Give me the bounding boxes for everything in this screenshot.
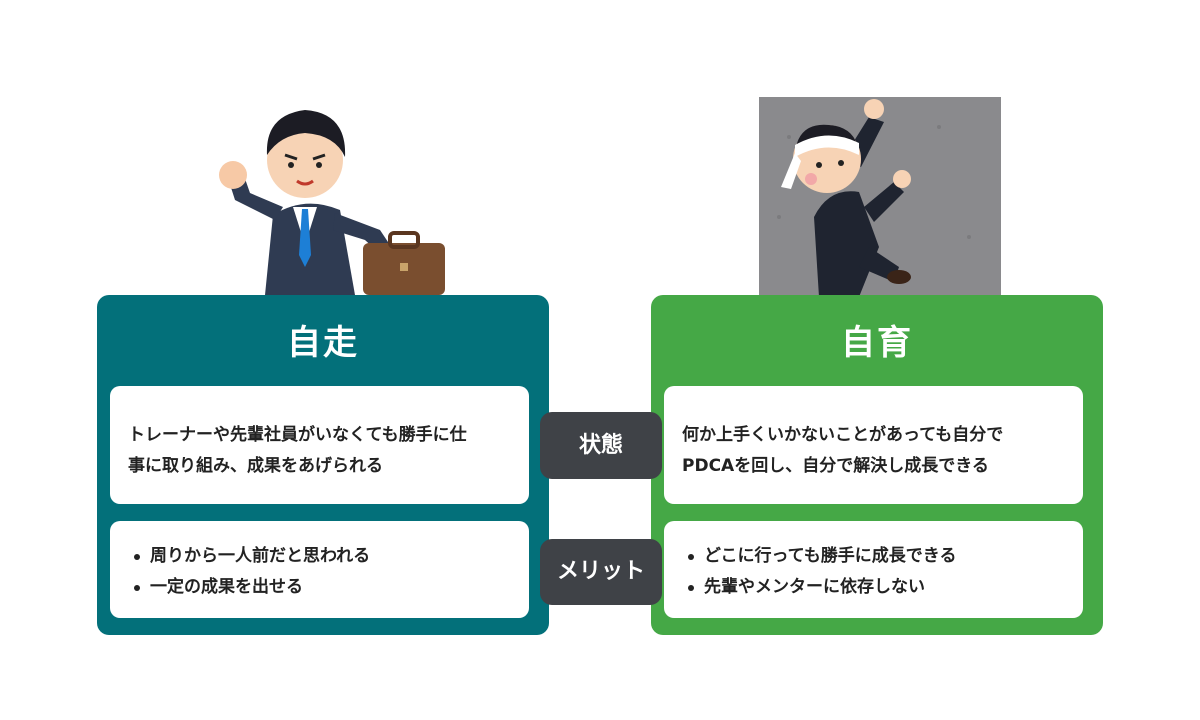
jiiku-state-line2: PDCAを回し、自分で解決し成長できる — [682, 456, 989, 476]
merit-label: メリット — [540, 539, 662, 605]
jiiku-merit-box: どこに行っても勝手に成長できる 先輩やメンターに依存しない — [664, 521, 1083, 618]
jisou-state-box: トレーナーや先輩社員がいなくても勝手に仕 事に取り組み、成果をあげられる — [110, 386, 529, 504]
state-label: 状態 — [540, 412, 662, 479]
jiiku-state-box: 何か上手くいかないことがあっても自分で PDCAを回し、自分で解決し成長できる — [664, 386, 1083, 504]
jisou-merit-item: 一定の成果を出せる — [134, 572, 511, 603]
jisou-card: 自走 トレーナーや先輩社員がいなくても勝手に仕 事に取り組み、成果をあげられる … — [97, 295, 549, 635]
jiiku-title: 自育 — [841, 323, 913, 363]
jisou-merit-item: 周りから一人前だと思われる — [134, 541, 511, 572]
jiiku-card: 自育 何か上手くいかないことがあっても自分で PDCAを回し、自分で解決し成長で… — [651, 295, 1103, 635]
jiiku-state-line1: 何か上手くいかないことがあっても自分で — [682, 425, 1004, 445]
jiiku-merit-item: 先輩やメンターに依存しない — [688, 572, 1065, 603]
jisou-state-line1: トレーナーや先輩社員がいなくても勝手に仕 — [128, 425, 467, 445]
climbing-man-illustration — [759, 97, 1001, 297]
jisou-merit-box: 周りから一人前だと思われる 一定の成果を出せる — [110, 521, 529, 618]
jisou-title: 自走 — [287, 323, 359, 363]
jisou-state-line2: 事に取り組み、成果をあげられる — [128, 456, 383, 476]
jiiku-merit-item: どこに行っても勝手に成長できる — [688, 541, 1065, 572]
running-businessman-illustration — [219, 110, 445, 295]
